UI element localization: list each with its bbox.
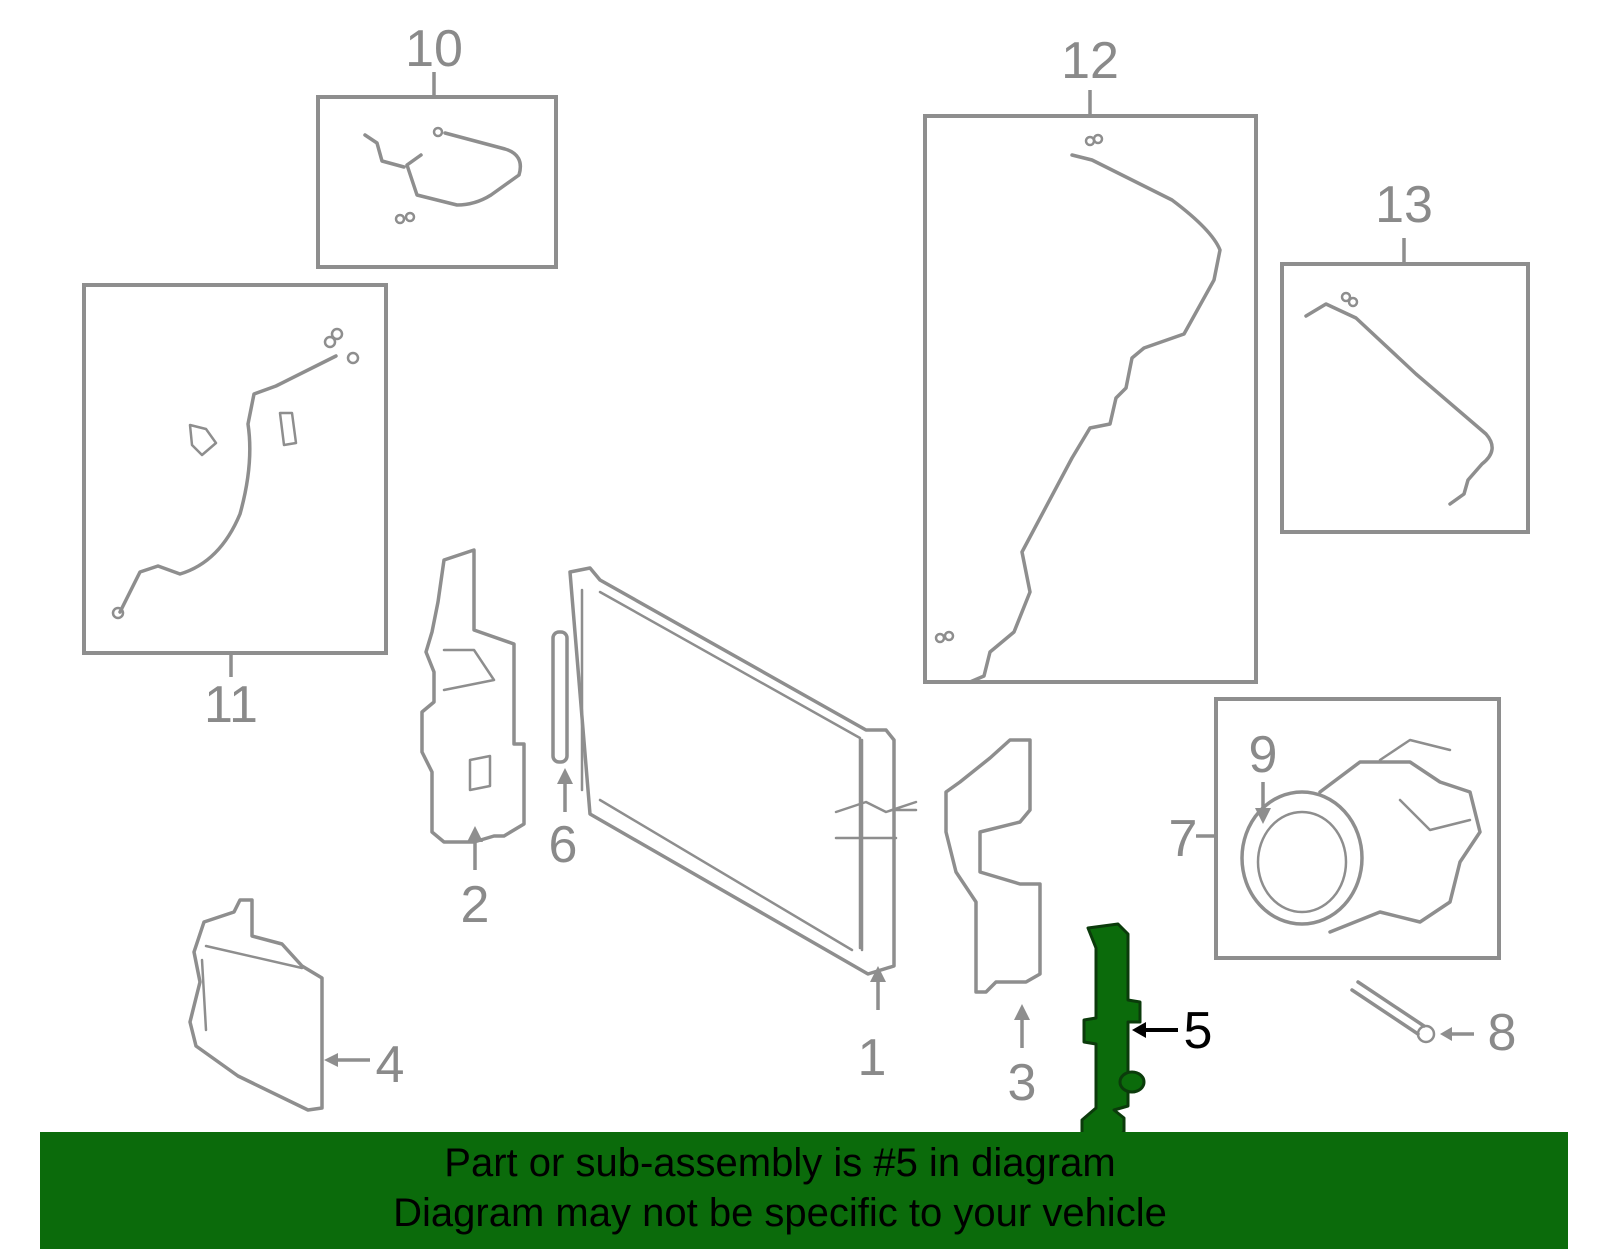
banner-line-1: Part or sub-assembly is #5 in diagram xyxy=(444,1141,1116,1185)
part-1-group xyxy=(568,566,918,1010)
part-12-oring xyxy=(943,630,955,642)
callout-4: 4 xyxy=(376,1036,405,1094)
part-1-condenser-core xyxy=(580,588,864,952)
callout-8: 8 xyxy=(1488,1004,1517,1062)
callout-13: 13 xyxy=(1375,176,1433,234)
callout-6: 6 xyxy=(549,816,578,874)
part-11-oring xyxy=(330,327,344,341)
part-5-group xyxy=(1080,922,1178,1132)
part-4-arrowhead xyxy=(324,1053,338,1067)
part-1-arrowhead xyxy=(870,966,886,982)
part-5-grommet xyxy=(1118,1070,1146,1094)
part-8-group xyxy=(1350,980,1474,1044)
part-6-group xyxy=(551,630,573,812)
callout-2: 2 xyxy=(461,876,490,934)
part-11-hose xyxy=(118,354,338,614)
part-2-detail xyxy=(442,648,496,792)
part-11-oring xyxy=(346,351,360,365)
part-6-drier xyxy=(551,630,569,764)
part-3-group xyxy=(944,738,1042,1048)
part-7-compressor-detail xyxy=(1378,738,1472,832)
parts-diagram: 1 2 3 4 5 6 7 8 9 10 11 12 13 xyxy=(82,20,1530,1132)
part-11-oring xyxy=(111,606,125,620)
part-13-oring xyxy=(1340,291,1352,303)
part-8-bolt-head xyxy=(1416,1024,1436,1044)
part-10-hose xyxy=(363,131,523,207)
part-12-oring xyxy=(1084,135,1096,147)
part-10-oring xyxy=(432,126,444,138)
part-10-group xyxy=(316,72,558,269)
part-4-seal xyxy=(188,898,324,1112)
part-13-box xyxy=(1280,262,1530,534)
callout-5: 5 xyxy=(1184,1002,1213,1060)
part-12-group xyxy=(923,90,1258,684)
part-4-group xyxy=(188,898,370,1112)
part-8-arrowhead xyxy=(1440,1027,1452,1041)
part-7-box xyxy=(1214,697,1501,960)
part-12-oring xyxy=(1092,133,1104,145)
part-11-box xyxy=(82,283,388,655)
part-9-arrowhead xyxy=(1255,808,1271,824)
part-2-arrowhead xyxy=(467,826,483,842)
callout-7: 7 xyxy=(1169,810,1198,868)
part-7-compressor-body xyxy=(1318,760,1482,934)
part-5-arrowhead xyxy=(1132,1022,1146,1038)
part-9-clutch-face xyxy=(1256,810,1348,914)
part-10-oring xyxy=(394,213,406,225)
callout-3: 3 xyxy=(1008,1054,1037,1112)
part-4-detail xyxy=(200,944,304,1032)
part-12-pipe xyxy=(968,153,1222,684)
part-7-group xyxy=(1196,697,1501,960)
part-6-arrowhead xyxy=(557,768,573,784)
callout-11: 11 xyxy=(204,676,258,734)
part-13-group xyxy=(1280,238,1530,534)
part-10-oring xyxy=(404,211,416,223)
part-2-air-guide xyxy=(420,548,526,844)
part-1-condenser-frame xyxy=(568,566,896,976)
info-banner: Part or sub-assembly is #5 in diagram Di… xyxy=(40,1132,1568,1249)
part-9-clutch xyxy=(1240,790,1364,926)
part-3-arrowhead xyxy=(1014,1004,1030,1020)
part-12-oring xyxy=(934,632,946,644)
callout-1: 1 xyxy=(858,1029,887,1087)
part-11-bracket xyxy=(188,411,298,457)
part-8-bolt-shank xyxy=(1350,980,1426,1036)
part-13-oring xyxy=(1347,296,1359,308)
part-1-fittings xyxy=(834,800,918,840)
part-3-air-guide xyxy=(944,738,1042,994)
banner-line-2: Diagram may not be specific to your vehi… xyxy=(393,1191,1167,1235)
part-11-oring xyxy=(323,335,337,349)
part-10-box xyxy=(316,95,558,269)
callout-12: 12 xyxy=(1061,32,1119,90)
part-5-bracket xyxy=(1080,922,1142,1132)
part-12-box xyxy=(923,114,1258,684)
callout-10: 10 xyxy=(405,20,463,78)
callout-9: 9 xyxy=(1249,726,1278,784)
part-11-group xyxy=(82,283,388,677)
part-2-group xyxy=(420,548,526,870)
part-13-pipe xyxy=(1304,302,1494,506)
